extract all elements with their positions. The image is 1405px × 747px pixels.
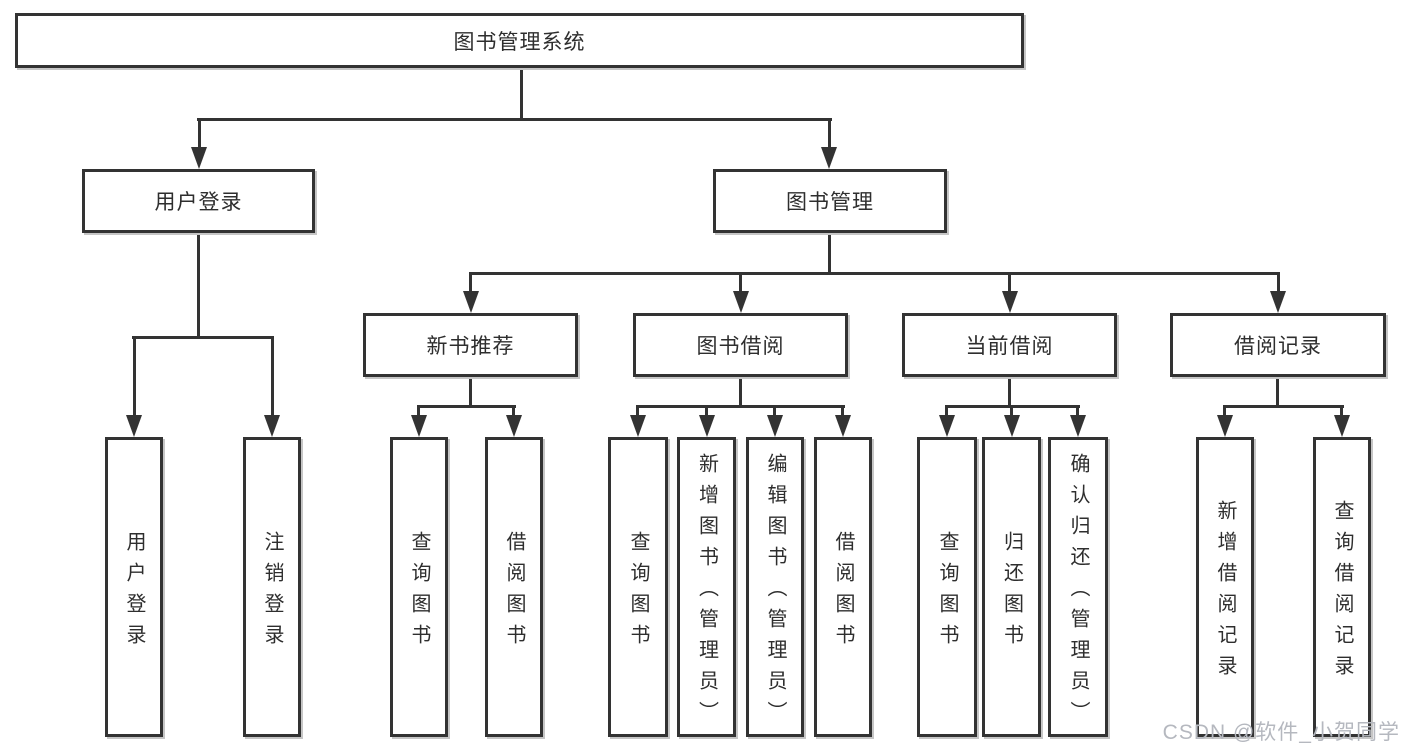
connector-to-new-book: [469, 272, 472, 294]
connector-root-stem: [520, 68, 523, 120]
connector-leaf-stem: [1340, 405, 1343, 417]
node-label: 借阅图书: [503, 530, 525, 655]
connector-user-login-branch: [132, 336, 274, 339]
node-label: 图书管理系统: [453, 30, 586, 54]
arrow-down-icon: [463, 291, 479, 313]
node-label: 图书借阅: [696, 335, 785, 358]
leaf-borrow-edit-books-admin: 编辑图书（管理员）: [746, 437, 804, 737]
connector-to-user-login: [198, 118, 201, 148]
connector-to-book-borrow: [739, 272, 742, 294]
node-new-book-recommend: 新书推荐: [363, 313, 578, 377]
leaf-user-login: 用户登录: [105, 437, 163, 737]
connector-new-book-stem: [469, 377, 472, 408]
leaf-borrow-add-books-admin: 新增图书（管理员）: [677, 437, 736, 737]
connector-root-branch: [197, 118, 832, 121]
node-label: 用户登录: [154, 191, 243, 214]
leaf-recommend-borrow-books: 借阅图书: [485, 437, 543, 737]
connector-leaf-stem: [1076, 405, 1079, 417]
connector-leaf-stem: [841, 405, 844, 417]
node-book-management: 图书管理: [713, 169, 947, 233]
connector-book-borrow-stem: [739, 377, 742, 408]
arrow-down-icon: [630, 415, 646, 437]
arrow-down-icon: [699, 415, 715, 437]
node-label: 用户登录: [123, 530, 145, 655]
node-borrowing-records: 借阅记录: [1170, 313, 1386, 377]
node-label: 新增图书（管理员）: [695, 453, 718, 732]
node-current-borrowing: 当前借阅: [902, 313, 1117, 377]
connector-book-management-branch: [469, 272, 1280, 275]
node-label: 查询借阅记录: [1331, 499, 1353, 686]
arrow-down-icon: [506, 415, 522, 437]
connector-borrow-records-branch: [1223, 405, 1344, 408]
node-user-login: 用户登录: [82, 169, 315, 233]
connector-leaf-stem: [705, 405, 708, 417]
node-book-borrowing: 图书借阅: [633, 313, 848, 377]
arrow-down-icon: [1334, 415, 1350, 437]
node-label: 当前借阅: [965, 335, 1054, 358]
arrow-down-icon: [733, 291, 749, 313]
node-label: 借阅记录: [1234, 335, 1322, 358]
arrow-down-icon: [126, 415, 142, 437]
csdn-watermark: CSDN @软件_小贺同学: [1162, 721, 1400, 744]
leaf-logout: 注销登录: [243, 437, 301, 737]
node-label: 编辑图书（管理员）: [764, 453, 786, 732]
connector-leaf-stem: [1223, 405, 1226, 417]
node-label: 查询图书: [627, 530, 649, 655]
leaf-recommend-query-books: 查询图书: [390, 437, 448, 737]
arrow-down-icon: [835, 415, 851, 437]
leaf-current-return-books: 归还图书: [982, 437, 1041, 737]
connector-new-book-branch: [417, 405, 516, 408]
connector-leaf-stem: [512, 405, 515, 417]
connector-to-book-management: [828, 118, 831, 148]
connector-to-leaf-user-login: [133, 336, 136, 418]
node-label: 查询图书: [408, 530, 430, 655]
leaf-current-query-books: 查询图书: [917, 437, 977, 737]
connector-borrow-records-stem: [1276, 377, 1279, 408]
leaf-records-add-borrow-record: 新增借阅记录: [1196, 437, 1254, 737]
connector-leaf-stem: [945, 405, 948, 417]
arrow-down-icon: [767, 415, 783, 437]
arrow-down-icon: [411, 415, 427, 437]
arrow-down-icon: [821, 147, 837, 169]
arrow-down-icon: [191, 147, 207, 169]
arrow-down-icon: [939, 415, 955, 437]
connector-user-login-stem: [197, 233, 200, 338]
node-label: 归还图书: [1000, 530, 1023, 655]
arrow-down-icon: [264, 415, 280, 437]
connector-to-borrow-records: [1277, 272, 1280, 294]
node-label: 查询图书: [936, 530, 958, 655]
leaf-records-query-borrow-record: 查询借阅记录: [1313, 437, 1371, 737]
arrow-down-icon: [1002, 291, 1018, 313]
leaf-borrow-query-books: 查询图书: [608, 437, 668, 737]
node-label: 新书推荐: [426, 335, 515, 358]
node-label: 新增借阅记录: [1214, 499, 1236, 686]
arrow-down-icon: [1217, 415, 1233, 437]
connector-leaf-stem: [417, 405, 420, 417]
arrow-down-icon: [1270, 291, 1286, 313]
node-label: 确认归还（管理员）: [1067, 453, 1089, 732]
connector-leaf-stem: [636, 405, 639, 417]
node-library-management-system: 图书管理系统: [15, 13, 1024, 68]
node-label: 借阅图书: [832, 530, 854, 655]
leaf-borrow-borrow-books: 借阅图书: [814, 437, 872, 737]
connector-to-leaf-logout: [271, 336, 274, 418]
connector-book-management-stem: [828, 233, 831, 275]
arrow-down-icon: [1070, 415, 1086, 437]
connector-leaf-stem: [773, 405, 776, 417]
connector-book-borrow-branch: [636, 405, 845, 408]
connector-current-borrow-stem: [1008, 377, 1011, 408]
connector-to-current-borrow: [1008, 272, 1011, 294]
arrow-down-icon: [1004, 415, 1020, 437]
connector-leaf-stem: [1010, 405, 1013, 417]
node-label: 图书管理: [786, 191, 874, 214]
leaf-current-confirm-return-admin: 确认归还（管理员）: [1048, 437, 1108, 737]
node-label: 注销登录: [261, 530, 283, 655]
